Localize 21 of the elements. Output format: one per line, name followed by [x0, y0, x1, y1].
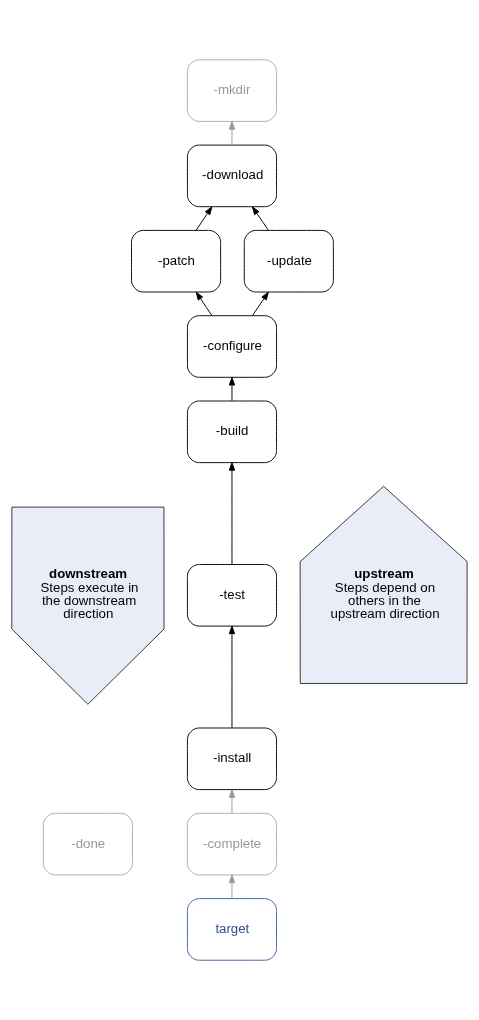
arrow — [252, 206, 269, 231]
arrow — [228, 625, 236, 729]
arrow — [252, 291, 269, 316]
node-box: -configure — [186, 315, 277, 378]
node-box: -install — [186, 727, 277, 791]
node-box: -complete — [186, 812, 277, 876]
arrow — [195, 206, 213, 231]
arrow — [228, 874, 236, 899]
arrow — [228, 462, 236, 565]
arrow — [228, 121, 236, 146]
node-box: target — [186, 898, 277, 961]
arrow — [195, 291, 213, 316]
arrow — [228, 789, 236, 814]
node-box: -download — [186, 144, 277, 208]
node-box: -patch — [131, 229, 222, 293]
node-box: -mkdir — [186, 59, 277, 122]
arrow — [228, 377, 236, 402]
node-box: -done — [42, 812, 133, 876]
node-box: -update — [243, 229, 334, 293]
node-box: -test — [186, 564, 277, 627]
node-box: -build — [186, 400, 277, 464]
